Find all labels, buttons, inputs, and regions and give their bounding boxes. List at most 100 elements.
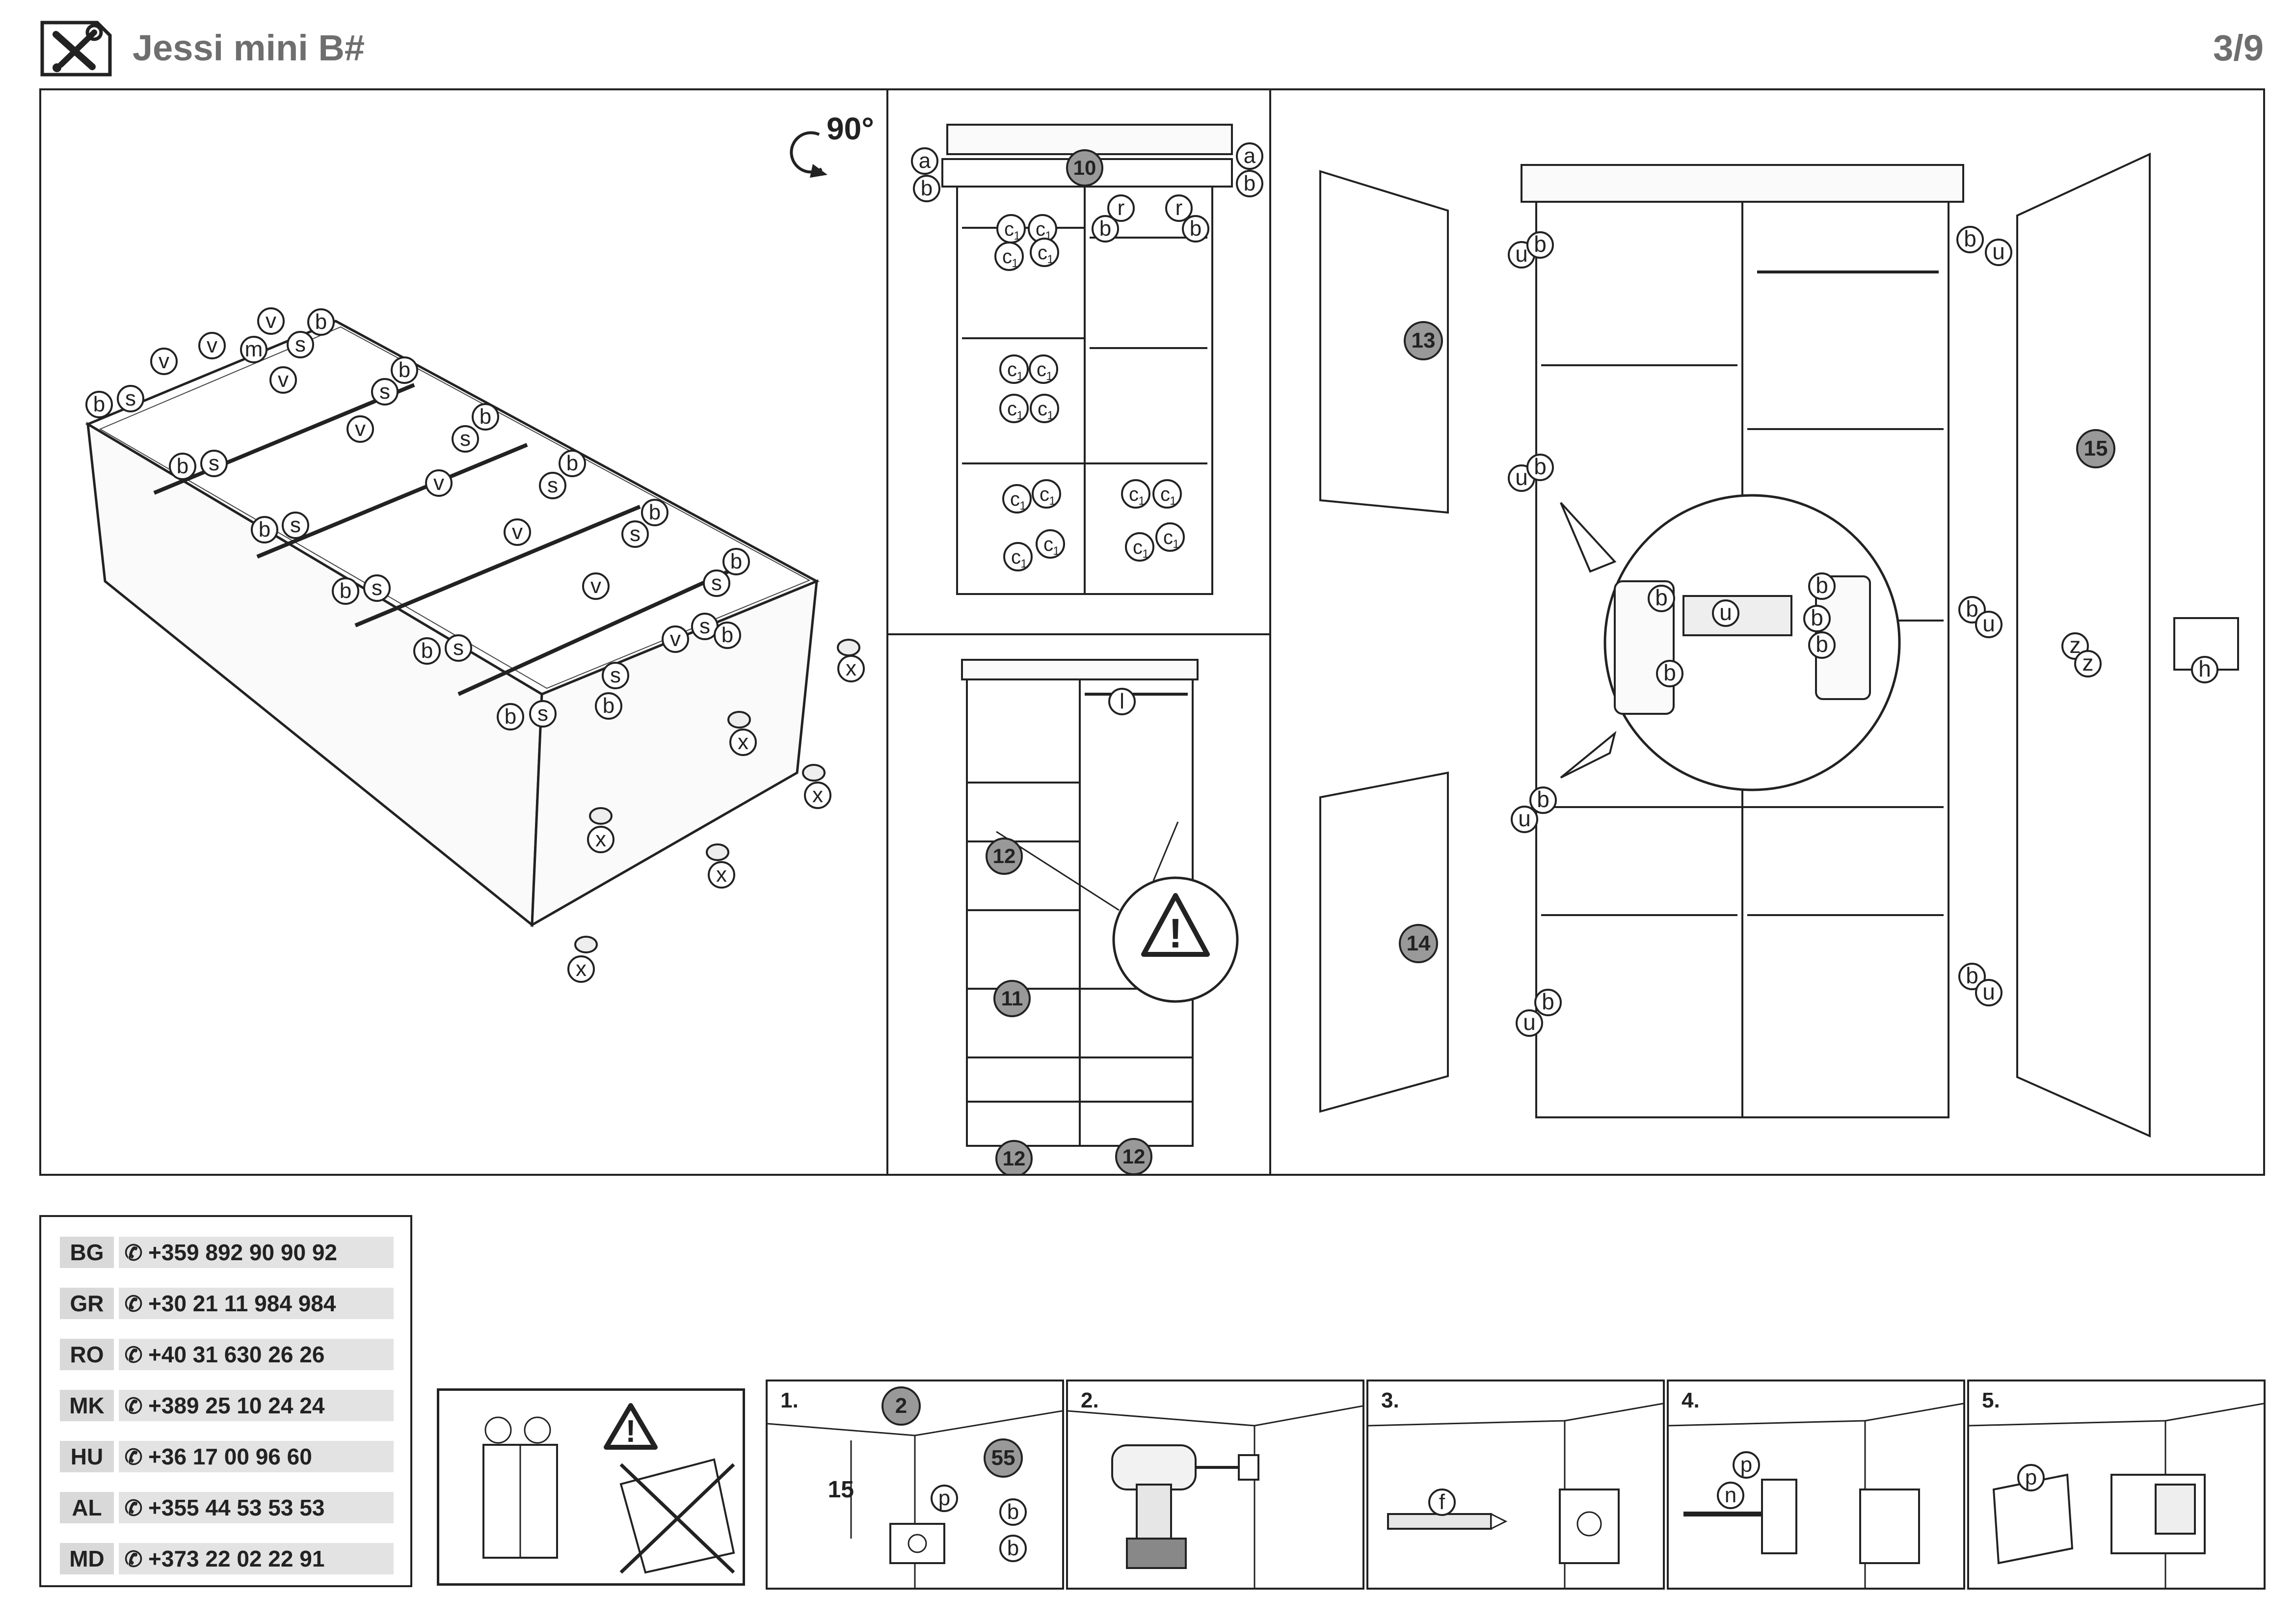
svg-text:a: a: [919, 149, 931, 173]
label-s: s: [703, 569, 730, 597]
label-b: b: [1182, 215, 1209, 243]
label-b: b: [1534, 989, 1562, 1016]
rotation-label: 90°: [827, 111, 874, 146]
svg-text:r: r: [1175, 196, 1183, 220]
label-b: b: [722, 548, 750, 575]
foot-x: x: [727, 711, 757, 756]
svg-text:b: b: [730, 549, 742, 573]
step-5-panel: 5. p: [1967, 1380, 2266, 1590]
label-b: b: [1808, 572, 1836, 600]
svg-text:12: 12: [1003, 1147, 1026, 1170]
svg-text:x: x: [595, 827, 606, 851]
svg-text:s: s: [295, 332, 306, 356]
svg-text:x: x: [716, 863, 727, 887]
svg-text:s: s: [372, 576, 382, 600]
svg-text:p: p: [1740, 1453, 1752, 1477]
panel-shelves: ! l 12 11 12 12: [888, 635, 1271, 1177]
label-v: v: [504, 518, 531, 546]
svg-text:u: u: [1982, 979, 1995, 1004]
foot-x: x: [802, 764, 831, 809]
svg-text:11: 11: [1001, 987, 1023, 1010]
svg-text:s: s: [379, 379, 390, 404]
label-b: b: [999, 1498, 1027, 1526]
svg-text:b: b: [1815, 631, 1828, 657]
svg-text:s: s: [460, 427, 471, 451]
label-b: b: [251, 516, 278, 543]
svg-text:c: c: [1043, 534, 1053, 555]
svg-text:p: p: [2025, 1465, 2037, 1489]
svg-text:x: x: [812, 783, 823, 807]
label-b: b: [641, 499, 668, 526]
svg-text:c: c: [1011, 546, 1021, 568]
label-b: b: [413, 637, 441, 665]
step-3-diagram: f: [1368, 1403, 1663, 1588]
step-2-panel: 2.: [1066, 1380, 1364, 1590]
label-v: v: [582, 572, 610, 600]
tip-over-warning-box: !: [437, 1388, 745, 1586]
svg-text:1: 1: [1049, 494, 1055, 508]
svg-text:u: u: [1719, 599, 1732, 625]
svg-text:15: 15: [2084, 436, 2108, 460]
svg-text:b: b: [1966, 963, 1978, 988]
label-p: p: [2017, 1464, 2045, 1491]
step-1-panel: 1. 15 2 55 p b b: [766, 1380, 1064, 1590]
svg-text:b: b: [1534, 454, 1547, 479]
label-u: u: [1985, 239, 2012, 266]
label-b: b: [1803, 605, 1831, 632]
label-b: b: [1236, 170, 1263, 197]
part-14-marker: 14: [1399, 924, 1438, 963]
svg-text:c: c: [1129, 484, 1139, 505]
label-s: s: [602, 662, 629, 689]
svg-text:b: b: [259, 517, 270, 541]
label-s: s: [539, 472, 566, 499]
svg-text:f: f: [1439, 1490, 1445, 1514]
svg-text:c: c: [1038, 242, 1047, 264]
step-4-panel: 4. p n: [1667, 1380, 1965, 1590]
foot-x: x: [587, 807, 614, 853]
svg-text:c: c: [1037, 359, 1046, 380]
svg-text:v: v: [512, 520, 523, 544]
svg-text:s: s: [547, 473, 558, 497]
svg-text:v: v: [433, 471, 444, 495]
svg-text:b: b: [340, 579, 351, 603]
svg-text:u: u: [1982, 611, 1995, 636]
svg-text:c: c: [1007, 359, 1017, 380]
svg-text:s: s: [290, 513, 301, 537]
svg-text:a: a: [1244, 144, 1256, 168]
svg-text:s: s: [125, 386, 136, 410]
warning-symbol: !: [625, 1413, 636, 1449]
label-b: b: [595, 692, 622, 720]
foot-x: x: [567, 936, 598, 983]
step-2-diagram: [1068, 1405, 1363, 1588]
label-b: b: [1092, 215, 1119, 243]
label-f: f: [1428, 1489, 1456, 1516]
page-number: 3/9: [2213, 27, 2264, 68]
label-u: u: [1975, 979, 2002, 1006]
svg-text:b: b: [1534, 231, 1547, 257]
svg-text:v: v: [159, 349, 169, 373]
svg-text:b: b: [1966, 596, 1978, 622]
svg-text:c: c: [1007, 398, 1017, 420]
svg-text:12: 12: [1122, 1145, 1146, 1168]
step-1-diagram: 15 2 55 p b b: [767, 1386, 1063, 1588]
svg-text:1: 1: [1138, 494, 1145, 508]
step-number: 4.: [1682, 1388, 1700, 1412]
label-b: b: [1656, 660, 1683, 687]
svg-text:b: b: [1663, 660, 1676, 685]
label-r: r: [1107, 194, 1135, 222]
label-b: b: [307, 308, 335, 336]
doors-diagram: b b u b b b u b u b u b u b b u b u b u: [1319, 152, 2239, 1138]
label-u: u: [1516, 1009, 1543, 1037]
part-11-marker: 11: [993, 980, 1031, 1017]
svg-text:1: 1: [1047, 253, 1053, 266]
svg-text:v: v: [207, 333, 217, 357]
svg-text:u: u: [1523, 1009, 1536, 1035]
carcass-diagram: 90° b s v v m v s b v b s: [85, 111, 874, 983]
